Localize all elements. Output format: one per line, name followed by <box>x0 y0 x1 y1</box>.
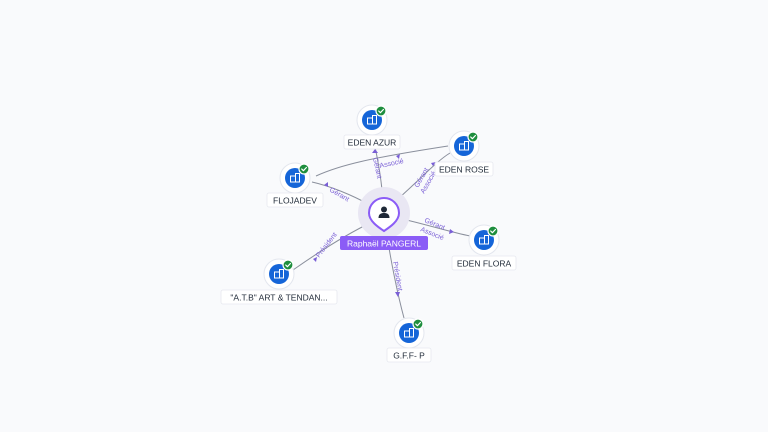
verified-check-icon <box>412 318 424 330</box>
company-node-gffp[interactable]: G.F.F- P <box>386 317 432 363</box>
building-icon <box>290 173 300 183</box>
company-node-eden-rose[interactable]: EDEN ROSE <box>434 130 494 177</box>
node-label-box <box>434 161 494 177</box>
edge-flojadev-eden-azur <box>315 145 449 177</box>
verified-check-icon <box>467 131 479 143</box>
node-label-box <box>451 255 517 271</box>
node-label-box <box>266 192 324 208</box>
arrow-flojadev <box>324 182 328 187</box>
center-name: Raphaël PANGERL <box>347 239 421 249</box>
edge-label-flojadev: Gérant <box>328 187 350 204</box>
edge-label-gffp: Président <box>391 261 403 291</box>
center-name-tag <box>340 236 428 250</box>
node-label-box <box>220 289 338 305</box>
center-person-node[interactable]: Raphaël PANGERL <box>340 187 428 250</box>
arrow-eden-azur <box>372 149 378 153</box>
node-label: FLOJADEV <box>273 196 317 206</box>
edge-label-flojadev-eden-azur: Associé <box>379 158 405 170</box>
node-label: "A.T.B" ART & TENDAN... <box>230 293 327 303</box>
node-label: EDEN FLORA <box>457 259 512 269</box>
building-icon <box>367 115 377 125</box>
building-icon <box>404 328 414 338</box>
edge-label-atb: Président <box>315 232 339 260</box>
person-icon <box>378 206 390 218</box>
verified-check-icon <box>282 259 294 271</box>
building-icon <box>479 235 489 245</box>
edge-arrows <box>313 149 454 297</box>
arrow-flojadev-eden-azur <box>396 154 400 159</box>
node-label-box <box>343 134 401 150</box>
arrow-eden-flora <box>449 229 454 234</box>
company-node-atb[interactable]: "A.T.B" ART & TENDAN... <box>220 258 338 305</box>
building-icon <box>459 141 469 151</box>
verified-check-icon <box>375 105 387 117</box>
building-icon <box>274 269 284 279</box>
edge-label-eden-azur: Gérant <box>371 157 382 179</box>
company-node-eden-azur[interactable]: EDEN AZUR <box>343 104 401 150</box>
node-label: EDEN ROSE <box>439 165 489 175</box>
node-label-box <box>386 347 432 363</box>
arrow-gffp <box>395 292 400 297</box>
verified-check-icon <box>487 225 499 237</box>
company-node-eden-flora[interactable]: EDEN FLORA <box>451 224 517 271</box>
node-label: G.F.F- P <box>393 351 425 361</box>
arrow-atb <box>313 257 317 262</box>
node-label: EDEN AZUR <box>348 138 397 148</box>
verified-check-icon <box>298 163 310 175</box>
company-node-flojadev[interactable]: FLOJADEV <box>266 162 324 208</box>
